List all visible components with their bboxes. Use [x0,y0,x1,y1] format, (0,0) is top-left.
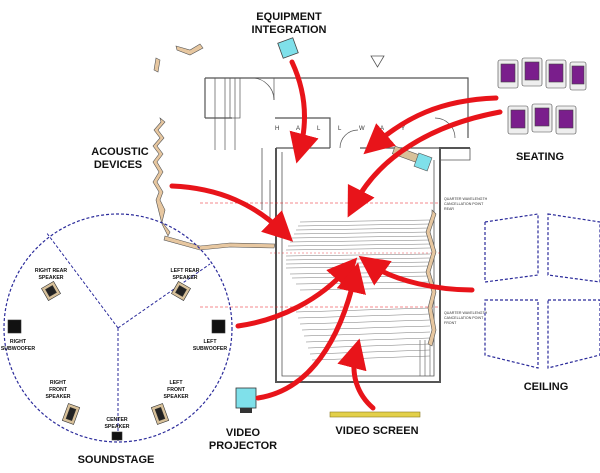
right-front-label-2: FRONT [49,387,68,393]
center-label-1: CENTER [106,417,128,423]
screen-label: VIDEO SCREEN [335,425,418,437]
note-upper-line2: CANCELLATION POINT [444,202,484,206]
right-front-label-3: SPEAKER [45,394,70,400]
arrow-acoustic [169,183,294,242]
video-screen-bar [329,411,421,418]
north-triangle-icon [370,55,385,68]
seating-icon [497,57,587,135]
hall-letter-l1: L [317,126,321,132]
projector-label-line1: VIDEO [226,427,261,439]
equipment-label-line2: INTEGRATION [252,24,327,36]
arrow-equipment [289,59,319,164]
hall-letter-w: W [359,126,366,132]
arrow-soundstage [235,257,358,329]
right-rear-label-1: RIGHT REAR [35,268,68,274]
theater-seat-rows [285,219,431,361]
left-front-label-2: FRONT [167,387,186,393]
hall-letter-y: Y [401,126,406,132]
left-rear-label-1: LEFT REAR [170,268,199,274]
center-speaker-icon [111,431,123,441]
soundstage-circle [3,213,233,443]
left-rear-label-2: SPEAKER [172,275,197,281]
left-rear-speaker-icon [171,281,191,301]
soundstage-label: SOUNDSTAGE [78,454,155,466]
ceiling-panels [484,213,600,369]
hall-letter-h: H [275,126,280,132]
equipment-label-line1: EQUIPMENT [256,11,322,23]
pointer-arrows [169,59,503,411]
arrow-screen [337,338,376,411]
right-sub-label-2: SUBWOOFER [1,346,36,352]
left-front-label-1: LEFT [170,380,184,386]
acoustic-label-line2: DEVICES [94,159,142,171]
acoustic-label-line1: ACOUSTIC [91,146,149,158]
left-front-label-3: SPEAKER [163,394,188,400]
note-upper-line3: REAR [444,207,454,211]
equipment-rack-icon [391,145,433,172]
acoustic-panels [152,43,437,347]
note-lower-line1: QUARTER WAVELENGTH [444,311,488,315]
arrow-ceiling [358,255,475,293]
callout-labels: EQUIPMENT INTEGRATION ACOUSTIC DEVICES S… [78,11,569,466]
left-sub-label-1: LEFT [204,339,218,345]
center-label-2: SPEAKER [104,424,129,430]
hall-letter-a2: A [380,126,385,132]
right-rear-label-2: SPEAKER [38,275,63,281]
speaker-icons [7,281,226,441]
right-front-speaker-icon [61,403,81,425]
right-subwoofer-icon [7,319,22,334]
seating-label: SEATING [516,151,564,163]
right-sub-label-1: RIGHT [10,339,27,345]
note-upper-line1: QUARTER WAVELENGTH [444,197,488,201]
left-front-speaker-icon [150,403,170,425]
projector-label-line2: PROJECTOR [209,440,277,452]
arrow-seating-2 [347,109,503,218]
arrow-projector [255,262,366,401]
right-rear-speaker-icon [41,281,61,301]
note-lower-line2: CANCELLATION POINT [444,316,484,320]
speaker-labels: RIGHT REAR SPEAKER LEFT REAR SPEAKER RIG… [1,268,228,430]
ceiling-label: CEILING [524,381,569,393]
equipment-box-icon [277,37,299,59]
right-front-label-1: RIGHT [50,380,67,386]
hall-letter-a1: A [296,126,301,132]
left-subwoofer-icon [211,319,226,334]
note-lower-line3: FRONT [444,321,457,325]
quarter-wavelength-notes: QUARTER WAVELENGTH CANCELLATION POINT RE… [444,197,488,325]
hall-letter-l2: L [338,126,342,132]
video-projector-icon [235,387,257,413]
arrow-seating-1 [363,95,499,155]
hallway-label: H A L L W A Y [275,126,406,132]
left-sub-label-2: SUBWOOFER [193,346,228,352]
